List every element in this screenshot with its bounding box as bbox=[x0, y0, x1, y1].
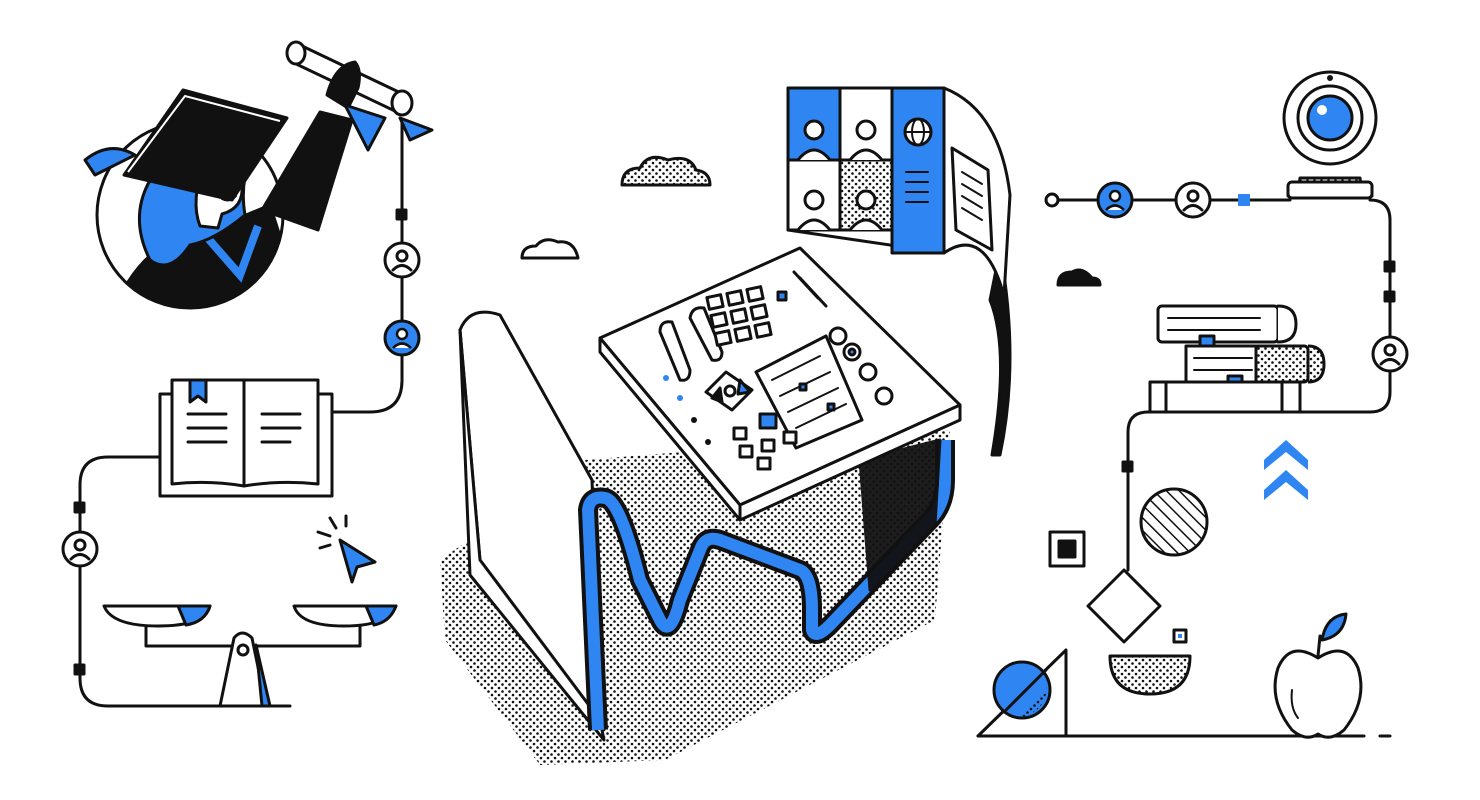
participant-icon bbox=[848, 189, 884, 232]
participant-icon bbox=[796, 189, 832, 232]
triangle-icon bbox=[976, 648, 1068, 738]
user-node-icon bbox=[383, 241, 421, 279]
user-node-icon bbox=[61, 530, 99, 568]
cloud-icon bbox=[1056, 268, 1102, 287]
scale-icon bbox=[102, 604, 398, 708]
control-desk-icon bbox=[440, 246, 962, 765]
user-node-icon bbox=[1174, 181, 1212, 219]
chevrons-up-icon bbox=[1264, 440, 1308, 500]
participant-icon bbox=[848, 119, 884, 162]
square-icon bbox=[1172, 628, 1188, 644]
left-connector-lines bbox=[73, 118, 408, 708]
globe-icon bbox=[903, 117, 933, 147]
video-call-panel-icon bbox=[786, 86, 1012, 457]
user-node-icon bbox=[1096, 181, 1134, 219]
hatched-circle-icon bbox=[1139, 487, 1209, 557]
open-book-icon bbox=[158, 378, 334, 498]
diamond-icon bbox=[1086, 568, 1162, 644]
user-node-icon bbox=[383, 319, 421, 357]
diploma-icon bbox=[285, 40, 434, 152]
apple-icon bbox=[1273, 612, 1363, 739]
bowl-icon bbox=[1108, 654, 1192, 696]
book-stack-icon bbox=[1148, 304, 1326, 414]
participant-icon bbox=[796, 119, 832, 161]
webcam-icon bbox=[1282, 70, 1378, 200]
cursor-click-icon bbox=[316, 514, 377, 584]
graduate-icon bbox=[83, 88, 354, 310]
square-icon bbox=[1048, 530, 1086, 568]
user-node-icon bbox=[1371, 335, 1409, 373]
cloud-icon bbox=[620, 155, 712, 187]
desk-controls bbox=[658, 270, 894, 471]
cloud-icon bbox=[520, 238, 580, 260]
